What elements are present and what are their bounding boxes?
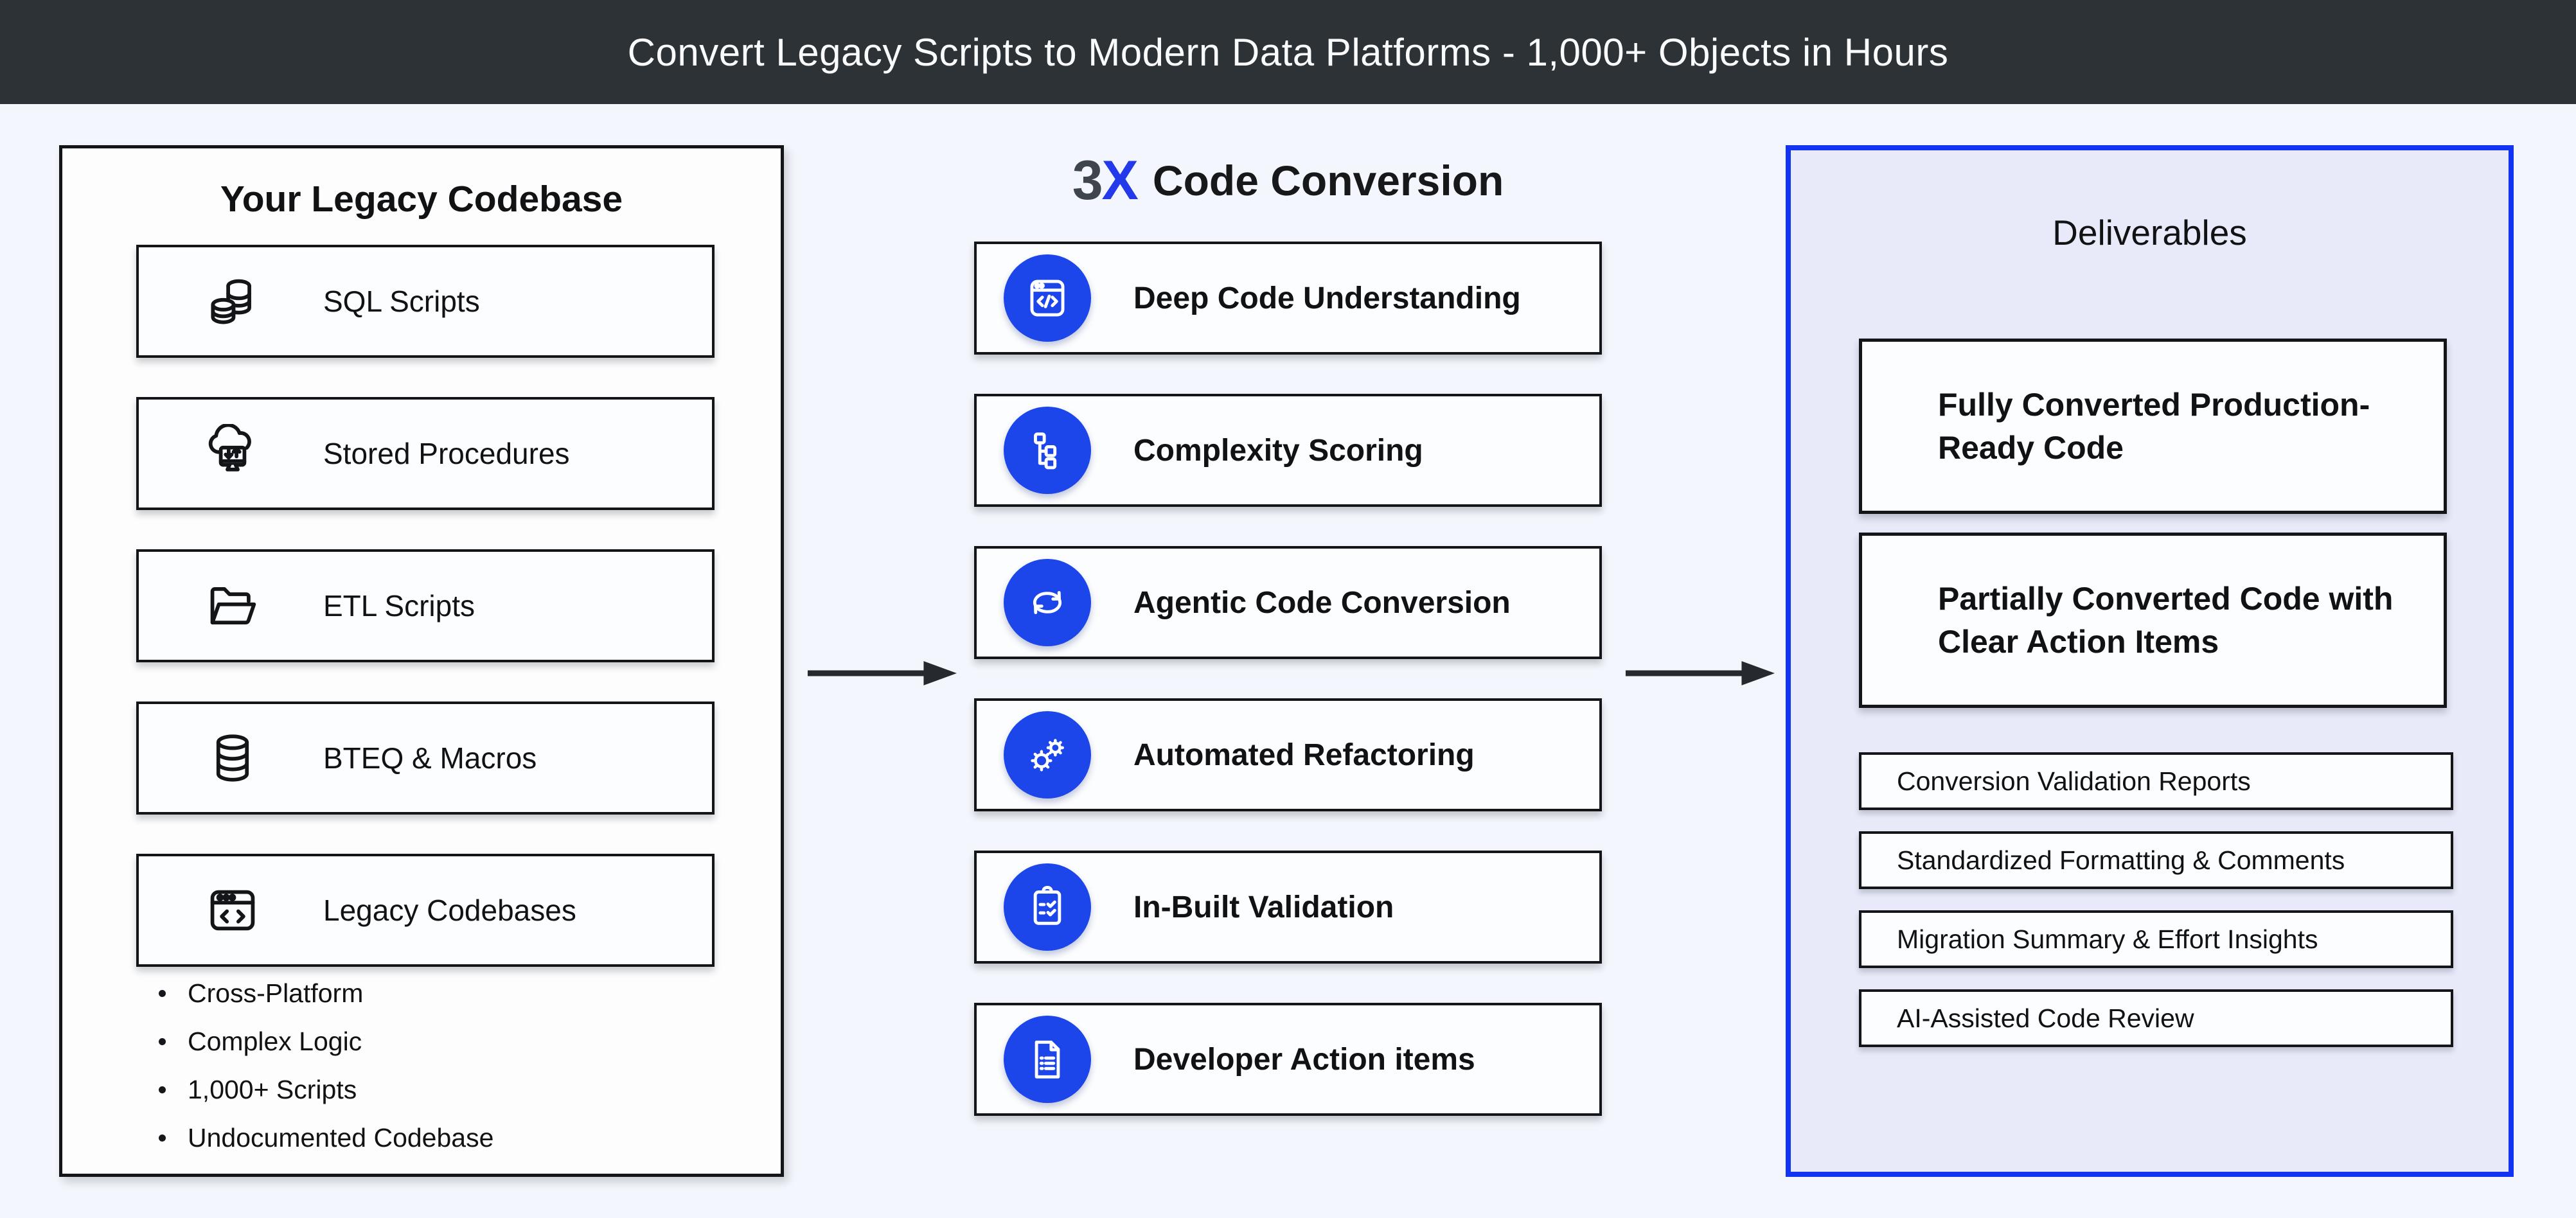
step-icon-circle [1004,407,1091,494]
conversion-title: 3X Code Conversion [974,153,1602,208]
bullet-text: Cross-Platform [188,978,364,1008]
deliverable-fully-converted: Fully Converted Production-Ready Code [1859,339,2447,514]
step-label: In-Built Validation [1133,890,1394,924]
deliverable-partially-converted: Partially Converted Code with Clear Acti… [1859,533,2447,708]
code-screen-icon [1030,279,1065,317]
legacy-item-label: ETL Scripts [323,589,475,622]
deliverable-label: AI-Assisted Code Review [1897,1003,2194,1033]
deliverables-panel: Deliverables Fully Converted Production-… [1786,145,2514,1177]
legacy-codebase-panel: Your Legacy Codebase SQL Scripts [59,145,784,1177]
bullet-text: 1,000+ Scripts [188,1075,357,1104]
flow-arrow-left [807,661,957,685]
step-in-built-validation: In-Built Validation [974,851,1602,964]
conversion-title-text: Code Conversion [1152,157,1504,204]
bullet-dot [159,1038,166,1045]
deliverable-label: Conversion Validation Reports [1897,766,2251,796]
bullet-item: Complex Logic [159,1018,493,1066]
clipboard-check-icon [1033,886,1061,925]
conversion-steps-stack: Deep Code Understanding Complexity Scori… [974,242,1602,1116]
legacy-item-label: Stored Procedures [323,437,570,470]
step-icon-circle [1004,863,1091,951]
document-list-icon [1035,1040,1060,1079]
legacy-panel-title: Your Legacy Codebase [220,179,623,220]
legacy-items-stack: SQL Scripts Stored Procedures [136,245,715,967]
step-icon-circle [1004,1016,1091,1103]
cloud-computer-icon [208,424,251,472]
bullet-item: Undocumented Codebase [159,1114,493,1162]
deliverable-migration-summary: Migration Summary & Effort Insights [1859,910,2453,968]
step-automated-refactoring: Automated Refactoring [974,698,1602,811]
bullet-text: Complex Logic [188,1027,362,1056]
code-window-icon [210,890,255,931]
deliverable-label: Partially Converted Code with Clear Acti… [1938,580,2394,660]
legacy-item-etl-scripts: ETL Scripts [136,549,715,662]
step-label: Agentic Code Conversion [1133,585,1511,620]
flowchart-icon [1034,432,1057,470]
step-agentic-code-conversion: Agentic Code Conversion [974,546,1602,659]
sync-arrows-icon [1033,590,1062,615]
deliverable-label: Migration Summary & Effort Insights [1897,924,2318,954]
legacy-item-stored-procedures: Stored Procedures [136,397,715,510]
step-complexity-scoring: Complexity Scoring [974,394,1602,507]
step-label: Deep Code Understanding [1133,281,1521,315]
logo-digit-3: 3 [1072,150,1103,211]
deliverable-ai-code-review: AI-Assisted Code Review [1859,989,2453,1047]
deliverable-standardized-formatting: Standardized Formatting & Comments [1859,831,2453,889]
database-icon [216,734,249,782]
bullet-dot [159,990,166,997]
legacy-item-label: SQL Scripts [323,285,480,318]
deliverable-label: Fully Converted Production-Ready Code [1938,386,2370,466]
coin-stack-icon [211,279,251,324]
logo-letter-x: X [1101,150,1139,211]
legacy-item-label: Legacy Codebases [323,894,576,927]
deliverables-primary-stack: Fully Converted Production-Ready Code Pa… [1859,339,2447,708]
threex-logo: 3X [1072,150,1139,211]
legacy-item-label: BTEQ & Macros [323,741,537,775]
step-icon-circle [1004,254,1091,342]
step-icon-circle [1004,559,1091,646]
bullet-item: Cross-Platform [159,969,493,1018]
bullet-text: Undocumented Codebase [188,1123,494,1152]
open-folder-icon [210,587,256,624]
header-banner: Convert Legacy Scripts to Modern Data Pl… [0,0,2576,104]
legacy-bullet-list: Cross-Platform Complex Logic 1,000+ Scri… [159,969,493,1162]
header-title: Convert Legacy Scripts to Modern Data Pl… [627,30,1949,74]
step-label: Complexity Scoring [1133,433,1423,468]
step-label: Developer Action items [1133,1042,1475,1077]
gears-icon [1031,739,1064,772]
legacy-item-sql-scripts: SQL Scripts [136,245,715,358]
step-deep-code-understanding: Deep Code Understanding [974,242,1602,355]
legacy-item-legacy-codebases: Legacy Codebases [136,854,715,967]
bullet-item: 1,000+ Scripts [159,1066,493,1114]
step-icon-circle [1004,711,1091,799]
deliverables-secondary-stack: Conversion Validation Reports Standardiz… [1859,752,2453,1047]
bullet-dot [159,1086,166,1093]
deliverable-validation-reports: Conversion Validation Reports [1859,752,2453,810]
deliverable-label: Standardized Formatting & Comments [1897,845,2345,875]
flow-arrow-right [1625,661,1775,685]
code-conversion-column: 3X Code Conversion Deep Code Underst [974,0,1602,1218]
legacy-item-bteq-macros: BTEQ & Macros [136,702,715,815]
step-developer-action-items: Developer Action items [974,1003,1602,1116]
bullet-dot [159,1134,166,1142]
deliverables-title: Deliverables [2052,213,2247,252]
step-label: Automated Refactoring [1133,737,1475,772]
